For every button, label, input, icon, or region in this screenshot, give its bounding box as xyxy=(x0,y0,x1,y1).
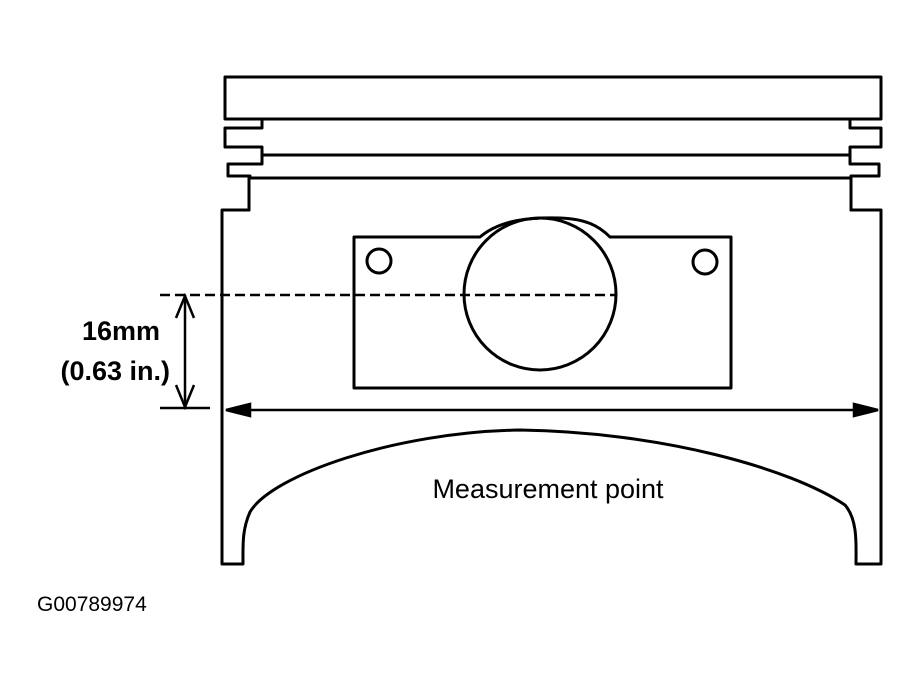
figure-code: G00789974 xyxy=(37,593,147,616)
measurement-arrowhead-right xyxy=(852,402,879,418)
pin-boss xyxy=(352,216,733,390)
dimension-label-mm: 16mm xyxy=(82,316,160,346)
boss-hole-right xyxy=(691,248,719,276)
dimension-arrow-top xyxy=(174,292,196,319)
dimension-arrow-bottom xyxy=(174,384,196,411)
dimension-label-in: (0.63 in.) xyxy=(60,356,170,386)
dimension-marker xyxy=(160,292,210,411)
piston-crown xyxy=(223,75,883,121)
measurement-arrowhead-left xyxy=(225,402,252,418)
ring-groove-1 xyxy=(223,117,883,157)
measurement-point-label: Measurement point xyxy=(432,474,664,504)
measurement-arrow xyxy=(225,402,879,418)
piston-skirt xyxy=(220,208,883,566)
boss-hole-left xyxy=(365,247,393,275)
ring-groove-2 xyxy=(226,153,881,180)
